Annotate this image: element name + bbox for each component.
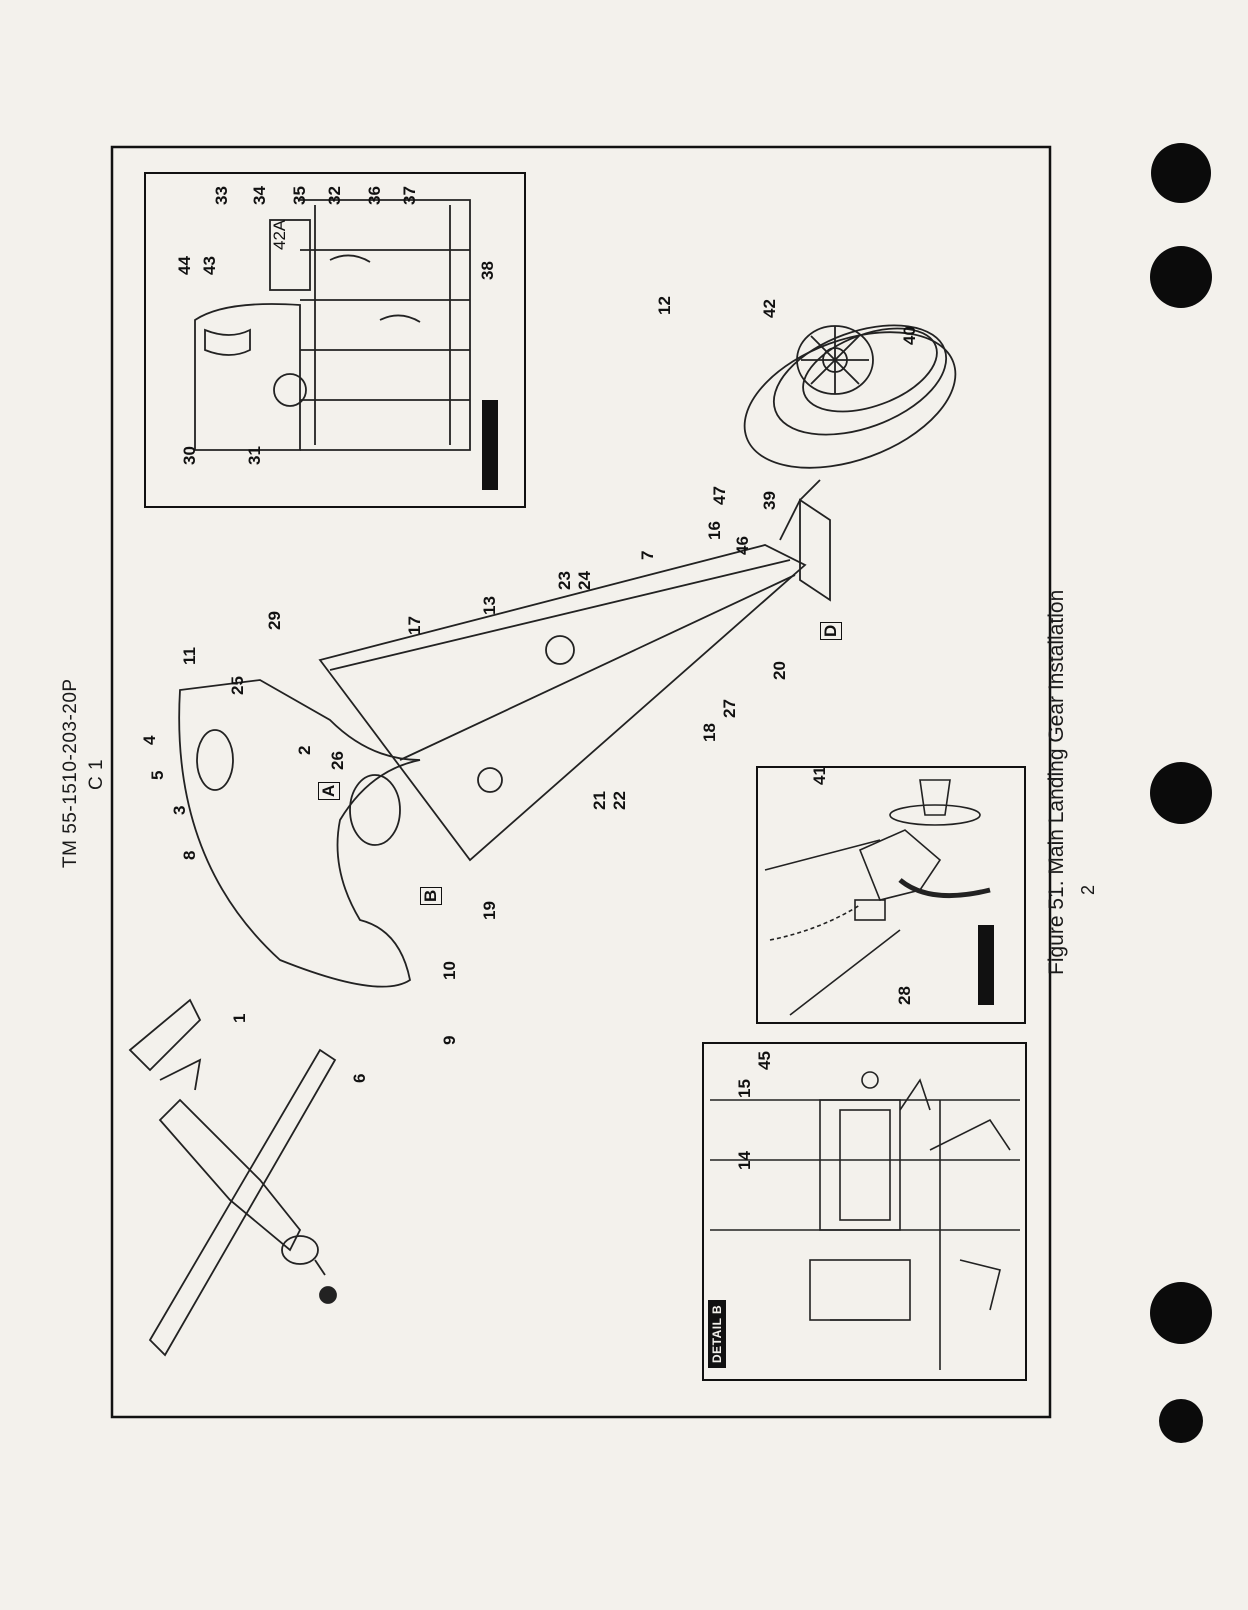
detail-a-drawing — [194, 199, 471, 451]
callout: 10 — [440, 961, 459, 980]
callout: 43 — [200, 256, 219, 275]
callout: 29 — [265, 611, 284, 630]
tm-number: TM 55-1510-203-20P — [60, 678, 81, 868]
binder-hole — [1150, 1282, 1212, 1344]
detail-d-tag — [978, 925, 994, 1005]
callout: 28 — [895, 986, 914, 1005]
callout: 15 — [735, 1079, 754, 1098]
detail-a-frame — [144, 172, 526, 508]
callout: 18 — [700, 723, 719, 742]
change-number: C 1 — [86, 758, 107, 790]
figure-frame — [110, 145, 1052, 1419]
callout: 38 — [478, 261, 497, 280]
callout: 13 — [480, 596, 499, 615]
callout: 19 — [480, 901, 499, 920]
callout: 5 — [148, 770, 167, 780]
callout: 41 — [810, 766, 829, 785]
callout: 22 — [610, 791, 629, 810]
callout: 16 — [705, 521, 724, 540]
callout: 32 — [325, 186, 344, 205]
callout: 31 — [245, 446, 264, 465]
binder-hole — [1150, 762, 1212, 824]
callout: 9 — [440, 1035, 459, 1045]
callout: 2 — [295, 745, 314, 755]
figure-number: Figure 51. — [1045, 880, 1068, 975]
callout: 30 — [180, 446, 199, 465]
callout: 20 — [770, 661, 789, 680]
callout: 35 — [290, 186, 309, 205]
wheel-illustration — [743, 324, 957, 469]
callout: 46 — [733, 536, 752, 555]
callout: 36 — [365, 186, 384, 205]
callout: 14 — [735, 1151, 754, 1170]
detail-d-frame — [756, 766, 1026, 1024]
callout: 3 — [170, 805, 189, 815]
callout: 34 — [250, 186, 269, 205]
callout: 42A — [270, 219, 289, 250]
view-marker-d: D — [820, 621, 842, 640]
callout: 11 — [180, 647, 199, 665]
callout: 8 — [180, 850, 199, 860]
callout: 4 — [140, 735, 159, 745]
view-marker-b: B — [420, 886, 442, 905]
binder-hole — [1150, 246, 1212, 308]
callout: 7 — [638, 550, 657, 560]
callout: 23 — [555, 571, 574, 590]
detail-b-drawing — [710, 1071, 1020, 1370]
callout: 27 — [720, 699, 739, 718]
callout: 44 — [175, 256, 194, 275]
detail-a-tag — [482, 400, 498, 490]
callout: 25 — [228, 676, 247, 695]
callout: 24 — [575, 571, 594, 590]
callout: 6 — [350, 1073, 369, 1083]
detail-b-frame — [702, 1042, 1027, 1381]
callout: 17 — [405, 616, 424, 635]
binder-hole — [1159, 1399, 1203, 1443]
detail-d-drawing — [764, 779, 991, 1016]
callout: 12 — [655, 296, 674, 315]
page-number: 2 — [1078, 884, 1098, 895]
callout: 42 — [760, 299, 779, 318]
callout: 21 — [590, 791, 609, 810]
callout: 45 — [755, 1051, 774, 1070]
callout: 33 — [212, 186, 231, 205]
airplane-illustration — [128, 998, 337, 1357]
figure-title: Main Landing Gear Installation — [1045, 589, 1068, 875]
fairing-illustration — [178, 679, 421, 988]
gear-leg-illustration — [318, 479, 831, 862]
callout: 26 — [328, 751, 347, 770]
callout: 47 — [710, 486, 729, 505]
detail-b-tag: DETAIL B — [708, 1299, 726, 1368]
view-marker-a: A — [318, 781, 340, 800]
callout: 40 — [900, 326, 919, 345]
binder-hole — [1151, 143, 1211, 203]
callout: 37 — [400, 186, 419, 205]
callout: 1 — [230, 1013, 249, 1023]
figure-caption: Figure 51. Main Landing Gear Installatio… — [1045, 590, 1069, 975]
callout: 39 — [760, 491, 779, 510]
